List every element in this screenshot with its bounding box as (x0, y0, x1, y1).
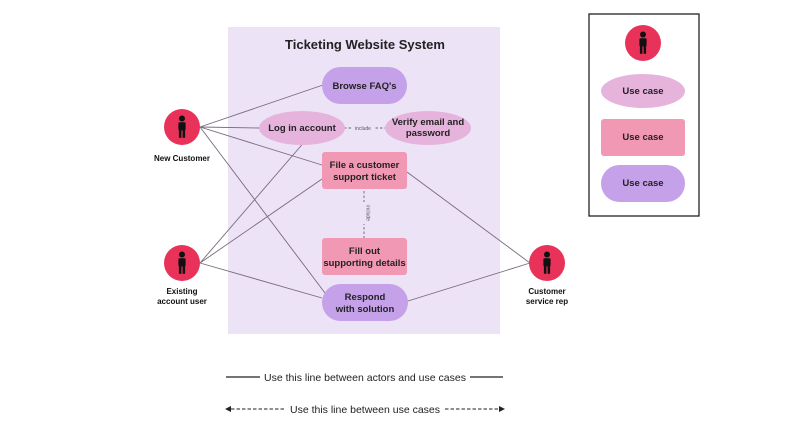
use-case-file-ticket: File a customer support ticket (322, 152, 407, 189)
svg-text:Use this line between actors a: Use this line between actors and use cas… (264, 372, 466, 384)
legend: Use case Use case Use case (588, 13, 700, 217)
svg-text:Respond: Respond (345, 292, 386, 303)
actor-existing-user: Existing account user (157, 245, 207, 306)
svg-text:Browse FAQ's: Browse FAQ's (332, 81, 396, 92)
svg-text:service rep: service rep (526, 297, 568, 306)
use-case-fill-details: Fill out supporting details (322, 238, 407, 275)
use-case-login: Log in account (259, 111, 345, 145)
association-line (199, 84, 324, 128)
solid-line-guide: Use this line between actors and use cas… (226, 372, 503, 384)
legend-lilac-use-case: Use case (601, 74, 685, 108)
svg-text:account user: account user (157, 297, 207, 306)
svg-text:Fill out: Fill out (349, 246, 381, 257)
actor-new-customer: New Customer (154, 109, 210, 163)
svg-text:File a customer: File a customer (330, 160, 400, 171)
svg-text:supporting details: supporting details (323, 258, 405, 269)
include-label-bg (352, 125, 374, 131)
association-line (407, 262, 531, 302)
association-line (199, 126, 261, 129)
svg-text:New Customer: New Customer (154, 154, 210, 163)
use-case-browse-faq: Browse FAQ's (322, 67, 407, 104)
svg-text:Verify email and: Verify email and (392, 117, 465, 128)
association-line (199, 126, 326, 294)
system-title: Ticketing Website System (285, 37, 445, 52)
svg-text:Use case: Use case (622, 178, 663, 189)
legend-actor (625, 25, 661, 61)
svg-text:Existing: Existing (166, 287, 197, 296)
association-line (199, 178, 323, 264)
svg-text:with solution: with solution (335, 304, 395, 315)
association-line (199, 262, 323, 299)
include-label: include (355, 126, 371, 132)
svg-text:Use case: Use case (622, 86, 663, 97)
association-line (199, 126, 323, 166)
include-label: include (365, 205, 371, 221)
use-case-respond: Respond with solution (322, 284, 408, 321)
svg-text:Log in account: Log in account (268, 123, 336, 134)
include-label-bg (361, 202, 367, 224)
use-case-verify: Verify email and password (385, 111, 471, 145)
svg-text:Customer: Customer (528, 287, 565, 296)
legend-purple-use-case: Use case (601, 165, 685, 202)
svg-text:Use this line between use case: Use this line between use cases (290, 404, 440, 416)
dashed-line-guide: Use this line between use cases (225, 404, 505, 416)
association-line (199, 139, 307, 264)
legend-pink-use-case: Use case (601, 119, 685, 156)
svg-text:Use case: Use case (622, 132, 663, 143)
actor-service-rep: Customer service rep (526, 245, 568, 306)
association-line (406, 171, 531, 264)
svg-text:support ticket: support ticket (333, 172, 397, 183)
svg-text:password: password (406, 128, 451, 139)
associations (199, 84, 531, 302)
